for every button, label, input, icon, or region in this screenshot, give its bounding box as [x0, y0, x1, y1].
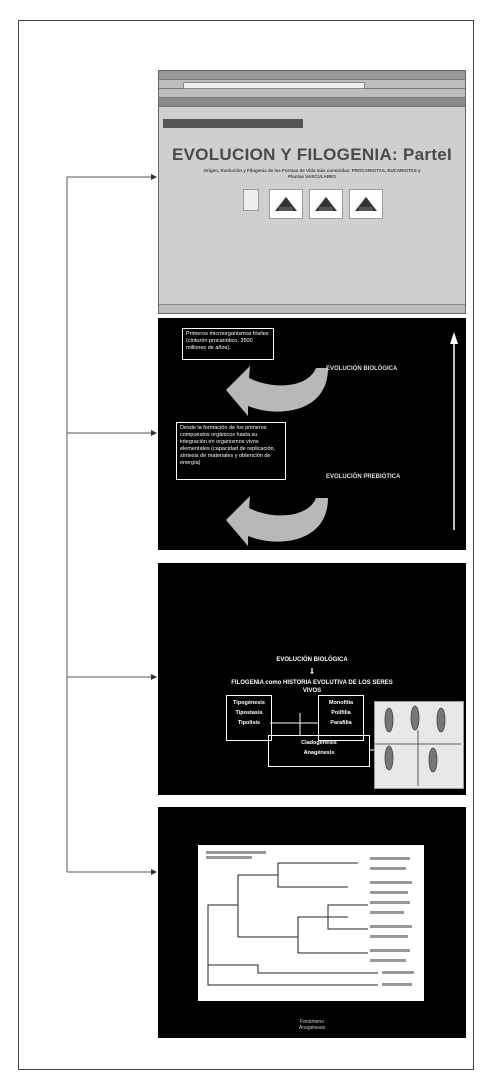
speciation-concepts-box: Cladogénesis Anagénesis — [268, 735, 370, 767]
document-icon — [243, 189, 259, 211]
phylogenetic-tree-diagram — [206, 851, 414, 986]
evolution-arrows-graphic — [226, 332, 458, 546]
page-title: EVOLUCION Y FILOGENIA: ParteI — [171, 145, 453, 164]
slide-phylogenetic-tree: Fenómeno Anagénesis — [158, 807, 466, 1038]
browser-address-field — [183, 82, 365, 89]
first-microorganisms-box: Primeros microorganismos fósiles (cintur… — [182, 328, 274, 360]
browser-status-bar — [159, 304, 465, 313]
browser-toolbar — [159, 89, 465, 98]
caption-line-2: Anagénesis — [298, 1025, 326, 1031]
page-subtitle: Origen, Evolución y Filogenia de las For… — [203, 168, 421, 179]
tipolisis-label: Tipolisis — [237, 720, 261, 726]
slide-web-page: EVOLUCION Y FILOGENIA: ParteI Origen, Ev… — [158, 70, 466, 314]
phylogeny-heading: FILOGENIA como HISTORIA EVOLUTIVA DE LOS… — [231, 680, 393, 694]
slide-evolution-stages: Primeros microorganismos fósiles (cintur… — [158, 318, 466, 550]
type-concepts-box: Tipogénesis Tipostasis Tipolisis — [226, 695, 272, 741]
prebiotic-description-box: Desde la formación de los primeros compu… — [176, 422, 286, 480]
lineage-sketch — [375, 705, 461, 786]
site-banner — [163, 119, 303, 128]
lineage-illustration — [374, 701, 464, 789]
bird-icon — [315, 197, 337, 211]
bird-icon — [355, 197, 377, 211]
thumbnail-image — [349, 189, 383, 219]
monofilia-label: Monofilia — [328, 700, 354, 706]
caption-line-1: Fenómeno — [300, 1019, 324, 1025]
slide-phylogeny-concepts: EVOLUCIÓN BIOLÓGICA ⇓ FILOGENIA como HIS… — [158, 563, 466, 795]
biological-evolution-heading: EVOLUCIÓN BIOLÓGICA — [276, 657, 348, 663]
browser-title-bar — [159, 71, 465, 80]
down-arrow-icon: ⇓ — [308, 667, 316, 676]
prebiotic-evolution-label: EVOLUCIÓN PREBIÓTICA — [326, 474, 401, 480]
tipostasis-label: Tipostasis — [235, 710, 263, 716]
thumbnail-row — [243, 189, 383, 219]
anagenesis-label: Anagénesis — [303, 750, 335, 756]
cladogenesis-label: Cladogénesis — [301, 740, 337, 746]
tree-caption: Fenómeno Anagénesis — [158, 1019, 466, 1031]
thumbnail-image — [309, 189, 343, 219]
polifilia-label: Polifilia — [331, 710, 351, 716]
phylogenetic-tree-figure — [198, 845, 424, 1001]
tipogenesis-label: Tipogénesis — [233, 700, 265, 706]
browser-links-bar — [159, 98, 465, 107]
phyly-concepts-box: Monofilia Polifilia Parafilia — [318, 695, 364, 741]
bird-icon — [275, 197, 297, 211]
parafilia-label: Parafilia — [330, 720, 352, 726]
thumbnail-image — [269, 189, 303, 219]
biological-evolution-label: EVOLUCIÓN BIOLÓGICA — [326, 366, 398, 372]
